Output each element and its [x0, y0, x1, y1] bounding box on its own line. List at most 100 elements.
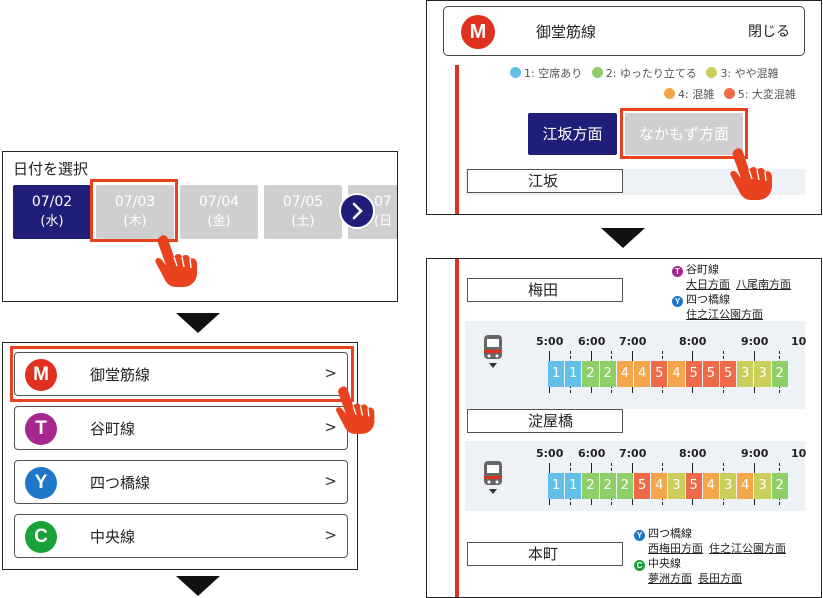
- hour-label: 8:00: [679, 335, 707, 348]
- line-name: 御堂筋線: [90, 366, 151, 384]
- line-color-bar: [455, 65, 459, 214]
- direction-link[interactable]: 夢洲方面: [648, 572, 692, 585]
- date-label: 07: [374, 194, 392, 210]
- congestion-segment[interactable]: 5: [702, 361, 719, 387]
- date-panel-title: 日付を選択: [13, 160, 89, 178]
- congestion-legend-row-2: 4: 混雑 5: 大変混雑: [664, 86, 796, 102]
- flow-arrow-down-2: [176, 576, 220, 596]
- congestion-segment[interactable]: 1: [565, 473, 582, 499]
- congestion-segment[interactable]: 4: [616, 361, 633, 387]
- congestion-segment[interactable]: 2: [599, 473, 616, 499]
- date-button-0702[interactable]: 07/02 (水): [13, 185, 91, 239]
- tap-hand-icon: [336, 386, 375, 434]
- weekday-label: (土): [291, 214, 315, 229]
- line-badge-y: Y: [672, 296, 683, 307]
- chevron-right-icon: >: [324, 526, 337, 544]
- congestion-segment[interactable]: 4: [634, 361, 651, 387]
- congestion-segment[interactable]: 2: [582, 473, 599, 499]
- congestion-segment[interactable]: 3: [737, 361, 754, 387]
- congestion-segment[interactable]: 3: [668, 473, 685, 499]
- tap-hand-icon: [730, 148, 772, 200]
- weekday-label: (金): [207, 214, 231, 229]
- date-button-0703[interactable]: 07/03 (木): [96, 185, 174, 239]
- legend-item-1: 1: 空席あり: [510, 67, 582, 80]
- line-item-chuo[interactable]: C 中央線 >: [14, 514, 348, 558]
- hour-label: 9:00: [741, 447, 769, 460]
- legend-item-5: 5: 大変混雑: [723, 88, 796, 101]
- line-name: 中央線: [90, 528, 136, 546]
- station-name-esaka: 江坂: [467, 169, 623, 193]
- congestion-segment[interactable]: 3: [754, 361, 771, 387]
- weekday-label: (日: [374, 214, 393, 229]
- station-name-umeda: 梅田: [467, 278, 623, 302]
- line-badge-m: M: [25, 359, 57, 391]
- line-item-midosuji[interactable]: M 御堂筋線 >: [14, 352, 348, 396]
- congestion-segment[interactable]: 3: [754, 473, 771, 499]
- close-button[interactable]: 閉じる: [748, 24, 790, 40]
- congestion-segment[interactable]: 5: [685, 361, 702, 387]
- congestion-segment[interactable]: 1: [565, 361, 582, 387]
- congestion-segment[interactable]: 2: [582, 361, 599, 387]
- direction-button-esaka[interactable]: 江坂方面: [528, 113, 617, 155]
- hour-label: 7:00: [619, 335, 647, 348]
- hour-label: 5:00: [536, 335, 564, 348]
- date-button-0705[interactable]: 07/05 (土): [264, 185, 342, 239]
- legend-item-4: 4: 混雑: [664, 88, 714, 101]
- line-badge-t: T: [25, 413, 57, 445]
- congestion-segment[interactable]: 4: [737, 473, 754, 499]
- next-dates-button[interactable]: [339, 193, 375, 229]
- chevron-right-icon: >: [324, 418, 337, 436]
- hour-label: 10: [791, 335, 807, 348]
- congestion-segment[interactable]: 1: [548, 473, 565, 499]
- direction-button-nakamozu[interactable]: なかもず方面: [625, 113, 743, 155]
- congestion-legend-row-1: 1: 空席あり 2: ゆったり立てる 3: やや混雑: [510, 65, 779, 81]
- direction-link[interactable]: 住之江公園方面: [686, 308, 763, 321]
- date-label: 07/03: [114, 194, 156, 210]
- hour-label: 8:00: [679, 447, 707, 460]
- hour-label: 10: [791, 447, 807, 460]
- flow-arrow-down-3: [601, 228, 645, 248]
- hour-label: 7:00: [619, 447, 647, 460]
- congestion-segment[interactable]: 5: [720, 361, 737, 387]
- legend-item-2: 2: ゆったり立てる: [591, 67, 697, 80]
- flow-arrow-down-1: [176, 313, 220, 333]
- date-selection-panel: 日付を選択 07/02 (水) 07/03 (木) 07/04 (金) 07/0…: [2, 151, 398, 302]
- direction-link[interactable]: 西梅田方面: [648, 542, 703, 555]
- congestion-segment[interactable]: 4: [702, 473, 719, 499]
- congestion-segment[interactable]: 2: [599, 361, 616, 387]
- train-icon: [484, 461, 502, 494]
- direction-link[interactable]: 八尾南方面: [736, 278, 791, 291]
- congestion-segment[interactable]: 4: [668, 361, 685, 387]
- line-item-tanimachi[interactable]: T 谷町線 >: [14, 406, 348, 450]
- line-name: 四つ橋線: [90, 474, 151, 492]
- congestion-segment[interactable]: 2: [616, 473, 633, 499]
- line-badge-y: Y: [25, 467, 57, 499]
- congestion-segment[interactable]: 2: [771, 473, 788, 499]
- date-label: 07/05: [282, 194, 324, 210]
- date-label: 07/02: [31, 194, 73, 210]
- date-label: 07/04: [198, 194, 240, 210]
- congestion-segment[interactable]: 5: [685, 473, 702, 499]
- congestion-segment[interactable]: 1: [548, 361, 565, 387]
- date-button-0704[interactable]: 07/04 (金): [180, 185, 258, 239]
- line-badge-y: Y: [634, 530, 645, 541]
- station-name-yodoyabashi: 淀屋橋: [467, 409, 623, 433]
- direction-link[interactable]: 長田方面: [698, 572, 742, 585]
- tap-hand-icon: [155, 235, 197, 287]
- congestion-segment[interactable]: 2: [771, 361, 788, 387]
- line-name: 御堂筋線: [536, 23, 597, 41]
- line-item-yotsubashi[interactable]: Y 四つ橋線 >: [14, 460, 348, 504]
- weekday-label: (木): [123, 214, 147, 229]
- hour-label: 5:00: [536, 447, 564, 460]
- direction-link[interactable]: 大日方面: [686, 278, 730, 291]
- congestion-segment[interactable]: 4: [651, 473, 668, 499]
- congestion-segment[interactable]: 3: [720, 473, 737, 499]
- congestion-segment[interactable]: 5: [651, 361, 668, 387]
- congestion-segment[interactable]: 5: [634, 473, 651, 499]
- direction-link[interactable]: 住之江公園方面: [709, 542, 786, 555]
